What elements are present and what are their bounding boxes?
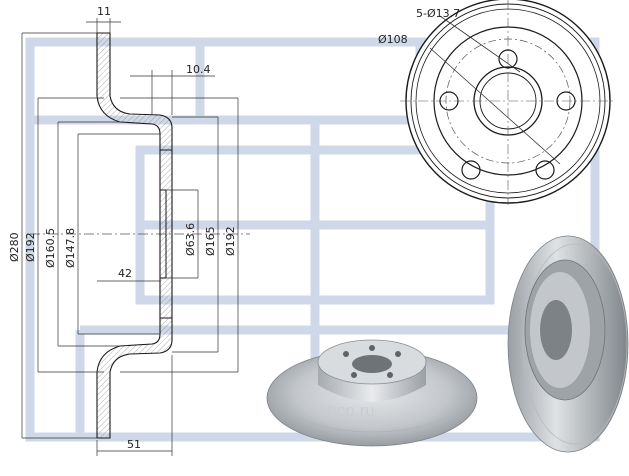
dim-pcd: Ø108	[378, 33, 408, 46]
dim-bolt-holes: 5-Ø13.7	[416, 7, 460, 20]
dim-friction-inner-diameter: Ø192	[24, 232, 37, 262]
dim-hat-depth: 10.4	[186, 63, 211, 76]
disc-photo-side	[507, 235, 629, 453]
bolt-holes	[439, 49, 576, 180]
dim-total-height: 51	[127, 438, 141, 451]
dim-outer-diameter: Ø280	[8, 232, 21, 262]
watermark-text: abcp.ru	[318, 401, 375, 420]
front-view	[400, 0, 616, 205]
dim-mount-face-diameter: Ø165	[204, 226, 217, 256]
dim-hat-outer-diameter: Ø160.5	[44, 228, 57, 268]
disc-photo-front	[266, 339, 478, 447]
dimension-lines	[21, 18, 239, 456]
dim-hat-inner-diameter: Ø147.8	[64, 228, 77, 268]
dim-inner-ring-diameter: Ø192	[224, 226, 237, 256]
dim-center-bore: Ø63.6	[184, 223, 197, 256]
dimension-labels: 11 10.4 51 42 Ø280 Ø192 Ø160.5 Ø147.8 Ø6…	[8, 5, 237, 451]
dim-flange-thickness: 11	[97, 5, 111, 18]
section-view	[30, 32, 250, 439]
dim-hat-height: 42	[118, 267, 132, 280]
disc-section	[96, 32, 173, 439]
